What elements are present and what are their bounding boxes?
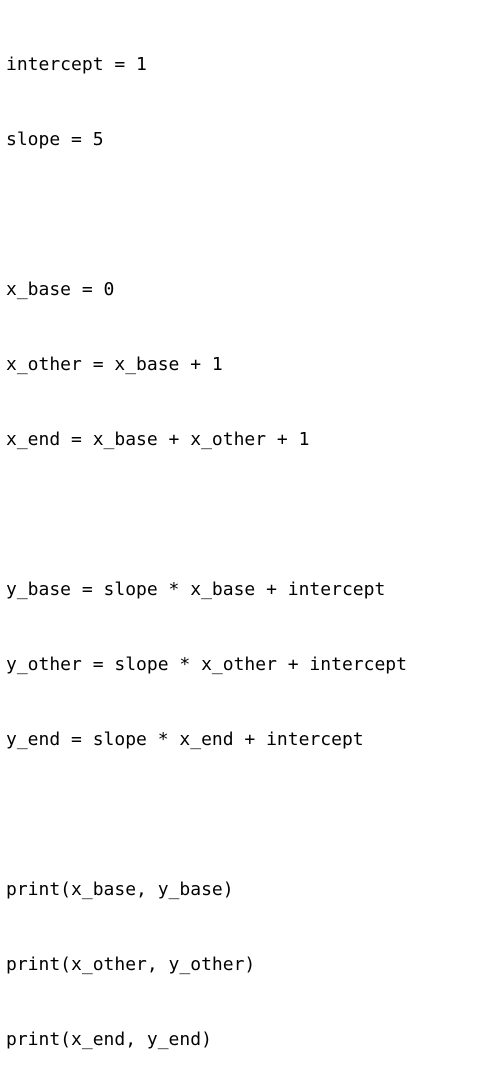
code-line: x_end = x_base + x_other + 1 [6, 429, 310, 450]
code-line: print(x_end, y_end) [6, 1029, 212, 1050]
code-line: intercept = 1 [6, 54, 147, 75]
code-line: x_base = 0 [6, 279, 115, 300]
code-line-blank [6, 202, 496, 227]
code-listing: intercept = 1 slope = 5 x_base = 0 x_oth… [6, 2, 496, 1077]
code-line: y_end = slope * x_end + intercept [6, 729, 364, 750]
code-line: print(x_base, y_base) [6, 879, 234, 900]
code-line: x_other = x_base + 1 [6, 354, 223, 375]
code-line: slope = 5 [6, 129, 104, 150]
code-line: print(x_other, y_other) [6, 954, 256, 975]
code-line-blank [6, 502, 496, 527]
code-line-blank [6, 802, 496, 827]
code-line: y_base = slope * x_base + intercept [6, 579, 386, 600]
code-line: y_other = slope * x_other + intercept [6, 654, 407, 675]
